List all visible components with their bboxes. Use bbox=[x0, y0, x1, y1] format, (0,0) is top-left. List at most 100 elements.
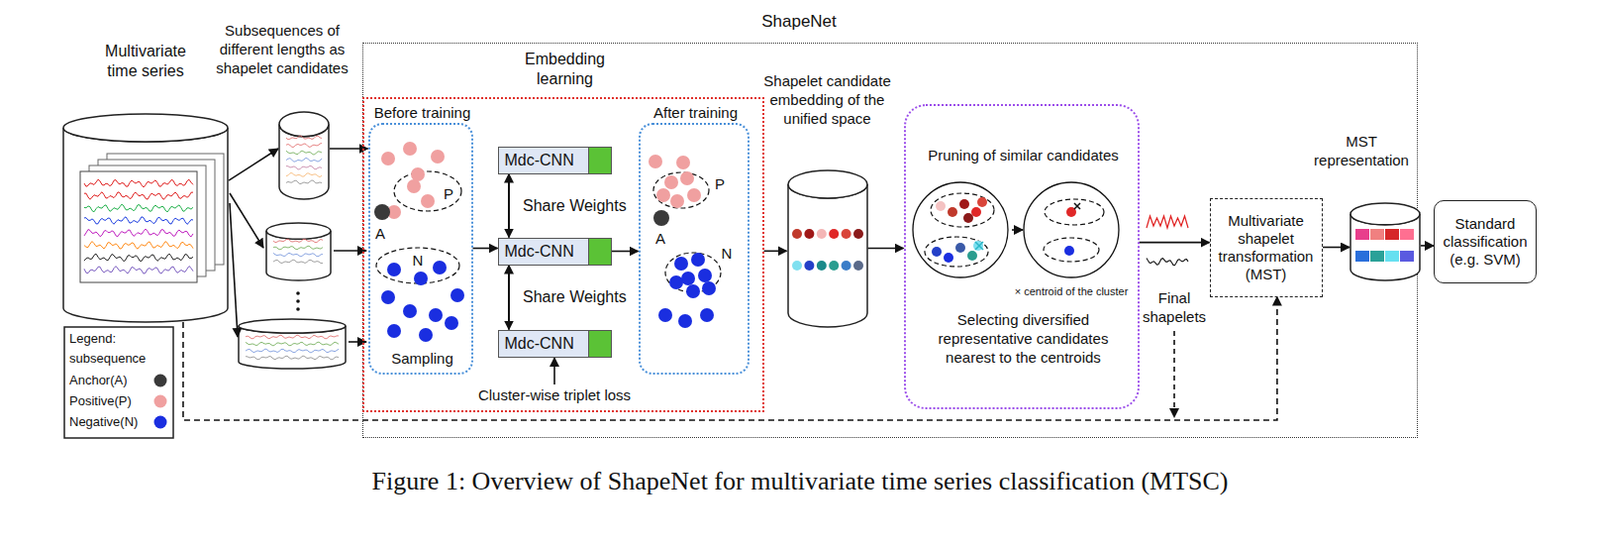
box-label: Multivariate shapelet transformation (MS… bbox=[1216, 211, 1316, 284]
text-slot: Before training bbox=[362, 102, 484, 122]
cluster-ellipse bbox=[653, 172, 709, 208]
cylinder-top bbox=[63, 113, 228, 142]
edge-label: Share Weights bbox=[520, 288, 629, 305]
arrow-connector bbox=[764, 250, 788, 253]
sample-dot bbox=[840, 228, 851, 239]
sample-dot bbox=[803, 260, 814, 271]
dashed-connector bbox=[183, 297, 1278, 421]
cluster-pruning bbox=[912, 182, 1119, 278]
database-cylinder bbox=[266, 222, 331, 281]
subsequence-line bbox=[245, 355, 339, 360]
process-box: Standard classification (e.g. SVM) bbox=[1433, 200, 1537, 284]
centroid-mark bbox=[975, 241, 984, 250]
ellipsis-dot bbox=[296, 306, 300, 311]
arrow-connector bbox=[868, 247, 904, 250]
legend-swatch-frame bbox=[152, 372, 169, 389]
edge-label: Share Weights bbox=[520, 197, 629, 214]
arrow-connector bbox=[473, 247, 499, 250]
legend-swatch bbox=[154, 395, 168, 408]
feature-cell bbox=[1355, 250, 1370, 262]
heading-text: Subsequences of different lengths as sha… bbox=[215, 21, 348, 77]
figure-label: Final shapelets bbox=[1142, 289, 1206, 325]
sample-dot bbox=[664, 175, 679, 190]
shapenet-region: ShapeNetEmbedding learningBefore trainin… bbox=[362, 42, 1418, 438]
arrow-line bbox=[229, 202, 238, 337]
sample-dot bbox=[428, 307, 443, 322]
arrow-connector bbox=[1139, 241, 1210, 244]
sample-dot bbox=[935, 200, 946, 211]
subsequence-line bbox=[286, 157, 322, 162]
sampling-panel: Before trainingSampling bbox=[368, 122, 474, 375]
database-cylinder bbox=[238, 318, 346, 369]
sample-dot bbox=[828, 260, 839, 271]
sample-dot bbox=[959, 199, 970, 209]
sample-dot bbox=[853, 260, 864, 271]
cluster-space bbox=[912, 182, 1008, 278]
sample-dot bbox=[680, 171, 695, 186]
box-label: Standard classification (e.g. SVM) bbox=[1440, 214, 1530, 269]
sample-dot bbox=[402, 141, 417, 156]
cylinder-body bbox=[63, 127, 228, 322]
sample-dot bbox=[450, 288, 465, 302]
figure-caption: Figure 1: Overview of ShapeNet for multi… bbox=[372, 466, 1229, 496]
subsequence-line bbox=[273, 238, 323, 243]
sample-dot bbox=[955, 242, 966, 253]
sample-dot bbox=[444, 315, 459, 330]
arrow-connector bbox=[1420, 244, 1434, 247]
label-slot: Final shapelets bbox=[1138, 288, 1210, 326]
subsequence-line bbox=[286, 180, 322, 185]
cylinder-top bbox=[266, 222, 331, 239]
figure-label: P bbox=[714, 175, 725, 193]
series-panel bbox=[80, 171, 198, 283]
sample-dot bbox=[374, 203, 391, 220]
heading-text: Pruning of similar candidates bbox=[927, 146, 1119, 164]
sample-dot bbox=[853, 228, 864, 239]
series-line bbox=[84, 266, 194, 275]
sample-dot bbox=[413, 271, 428, 286]
node-shape bbox=[278, 111, 330, 200]
cnn-box: Mdc-CNN bbox=[498, 237, 612, 266]
series-line bbox=[84, 241, 194, 250]
cylinder-top bbox=[238, 318, 346, 333]
ellipsis-dot bbox=[296, 291, 300, 296]
heading-text: ShapeNet bbox=[761, 11, 837, 31]
sample-dot bbox=[418, 327, 433, 342]
sample-dot bbox=[963, 212, 974, 223]
subsequence-line bbox=[286, 165, 322, 170]
sample-dot bbox=[406, 179, 421, 194]
process-box: Multivariate shapelet transformation (MS… bbox=[1209, 198, 1323, 298]
legend-entry: Anchor(A) bbox=[69, 371, 171, 390]
label-slot: subsequence bbox=[69, 349, 169, 367]
heading-text: Shapelet candidate embedding of the unif… bbox=[763, 72, 891, 127]
heading-text: MST representation bbox=[1313, 132, 1409, 169]
text-slot: MST representation bbox=[1309, 131, 1413, 170]
sample-dot bbox=[971, 206, 982, 217]
shapelet-waves bbox=[1146, 215, 1189, 266]
figure-label: P bbox=[443, 185, 454, 202]
sample-dot bbox=[947, 206, 958, 217]
heading-text: Embedding learning bbox=[524, 50, 605, 88]
feature-cell bbox=[1385, 250, 1400, 262]
sample-dot bbox=[803, 228, 814, 239]
sample-dot bbox=[432, 260, 447, 275]
label-slot: A bbox=[653, 228, 668, 248]
label-slot: N bbox=[409, 250, 426, 270]
cluster-ellipse bbox=[924, 236, 989, 267]
sample-dot bbox=[840, 260, 851, 271]
label-slot: Cluster-wise triplet loss bbox=[455, 385, 654, 404]
heading-text: Multivariate time series bbox=[104, 42, 187, 80]
legend-swatch bbox=[154, 374, 168, 388]
feature-cell bbox=[1385, 228, 1400, 240]
feature-cell bbox=[1400, 228, 1414, 240]
sample-dot bbox=[943, 252, 954, 263]
sample-dot bbox=[658, 307, 673, 322]
node-shape bbox=[62, 113, 229, 322]
green-block bbox=[588, 147, 611, 174]
sample-dot bbox=[648, 154, 663, 169]
legend-text: Anchor(A) bbox=[69, 372, 128, 388]
sample-dot bbox=[967, 250, 978, 261]
sample-cloud bbox=[648, 154, 721, 328]
figure-label: × centroid of the cluster bbox=[1014, 285, 1129, 298]
feature-cell bbox=[1370, 228, 1385, 240]
